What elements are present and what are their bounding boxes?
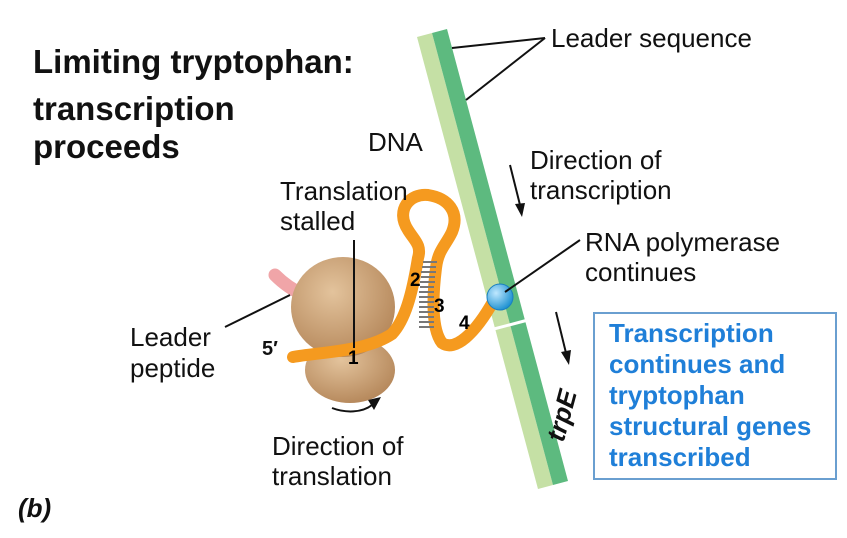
direction-translation-label-1: Direction of <box>272 431 404 461</box>
region-2-label: 2 <box>410 270 421 291</box>
dna-label: DNA <box>368 127 423 157</box>
rna-polymerase-label-1: RNA polymerase <box>585 227 781 257</box>
result-line-3: tryptophan <box>609 380 745 410</box>
translation-arrow <box>331 397 381 413</box>
stem-base-pairs <box>419 261 437 328</box>
leader-sequence-label: Leader sequence <box>551 23 752 53</box>
result-box: Transcription continues and tryptophan s… <box>593 312 837 480</box>
leader-sequence-pointers <box>451 37 546 101</box>
rna-polymerase <box>486 283 514 311</box>
result-line-4: structural genes <box>609 411 812 441</box>
title-line-1: Limiting tryptophan: <box>33 43 354 80</box>
five-prime-label: 5′ <box>262 338 278 360</box>
result-line-5: transcribed <box>609 442 751 472</box>
transcription-arrow <box>509 164 525 217</box>
ribosome <box>291 257 395 403</box>
region-1-label: 1 <box>348 348 359 369</box>
result-line-1: Transcription <box>609 318 774 348</box>
translation-stalled-label-2: stalled <box>280 206 356 236</box>
mrna <box>287 188 500 363</box>
region-4-label: 4 <box>459 313 470 334</box>
trpe-arrow <box>555 311 571 365</box>
direction-transcription-label-1: Direction of <box>530 145 662 175</box>
result-line-2: continues and <box>609 349 786 379</box>
rna-polymerase-label-2: continues <box>585 257 697 287</box>
leader-peptide-pointer <box>224 294 291 328</box>
direction-transcription-label-2: transcription <box>530 175 672 205</box>
leader-peptide-label-1: Leader <box>130 322 211 352</box>
direction-translation-label-2: translation <box>272 461 392 491</box>
panel-label: (b) <box>18 493 52 523</box>
leader-peptide-label-2: peptide <box>130 353 216 383</box>
title-line-2: transcription <box>33 90 235 127</box>
region-3-label: 3 <box>434 296 445 317</box>
rna-polymerase-pointer <box>504 239 581 293</box>
dna-strand <box>417 29 568 489</box>
translation-stalled-label-1: Translation <box>280 176 408 206</box>
title-line-3: proceeds <box>33 128 180 165</box>
